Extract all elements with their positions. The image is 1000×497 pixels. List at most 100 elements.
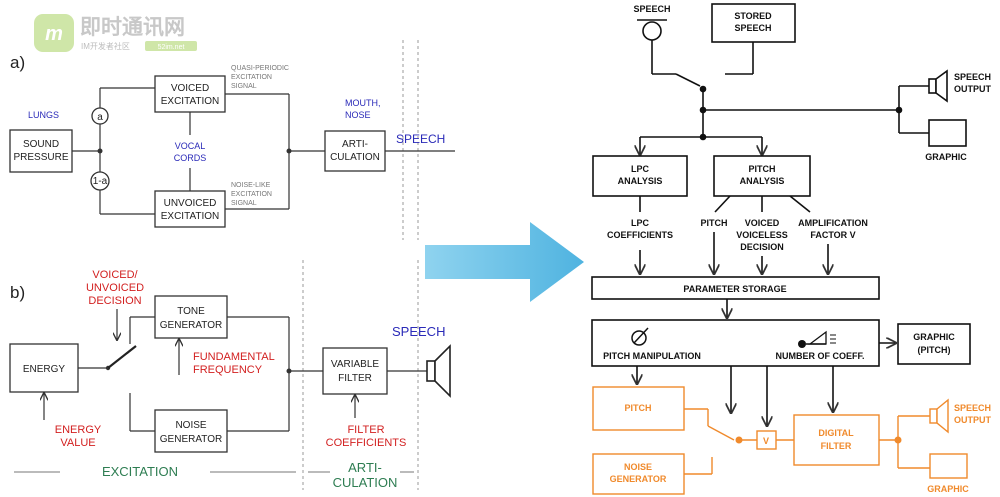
svg-text:ANALYSIS: ANALYSIS — [618, 176, 663, 186]
svg-text:FILTER: FILTER — [338, 373, 372, 384]
svg-text:EXCITATION: EXCITATION — [231, 74, 272, 81]
svg-text:V: V — [763, 436, 769, 446]
svg-text:QUASI-PERIODIC: QUASI-PERIODIC — [231, 65, 289, 72]
pitch-knob-icon — [631, 327, 649, 346]
node-a — [91, 107, 109, 125]
diagram-right: SPEECH STORED SPEECH SPEECH OUTPUT GRAPH… — [591, 3, 992, 495]
sound-pressure-line2: PRESSURE — [13, 152, 68, 163]
speech-output-b: SPEECH — [392, 324, 445, 339]
watermark-badge-text: 52im.net — [158, 44, 185, 51]
svg-text:LPC: LPC — [631, 164, 650, 174]
watermark-logo-icon — [34, 14, 74, 52]
svg-text:SPEECH: SPEECH — [954, 403, 991, 413]
graphic-top-box — [928, 119, 967, 147]
node-1-a — [90, 171, 110, 191]
svg-text:m: m — [45, 23, 63, 45]
speaker-top-icon — [928, 69, 948, 103]
svg-text:SIGNAL: SIGNAL — [231, 83, 257, 90]
svg-text:VOICELESS: VOICELESS — [736, 230, 788, 240]
svg-text:OUTPUT: OUTPUT — [954, 84, 992, 94]
label-b: b) — [10, 283, 25, 302]
svg-text:CULATION: CULATION — [333, 475, 398, 490]
svg-text:EXCITATION: EXCITATION — [161, 211, 220, 222]
svg-text:NOISE: NOISE — [624, 462, 652, 472]
pitch-generator-box — [592, 386, 685, 431]
svg-text:OUTPUT: OUTPUT — [954, 415, 992, 425]
svg-text:ANALYSIS: ANALYSIS — [740, 176, 785, 186]
voiced-excitation-box — [154, 75, 226, 113]
svg-text:CULATION: CULATION — [330, 152, 380, 163]
svg-text:GRAPHIC: GRAPHIC — [925, 152, 967, 162]
svg-text:ENERGY: ENERGY — [23, 364, 66, 375]
excitation-section-label: EXCITATION — [102, 464, 178, 479]
svg-text:NOISE-LIKE: NOISE-LIKE — [231, 182, 271, 189]
vocal-cords-line1: VOCAL — [175, 141, 206, 151]
svg-text:TONE: TONE — [177, 306, 205, 317]
parameter-storage-box — [591, 276, 880, 300]
lungs-label: LUNGS — [28, 110, 59, 120]
svg-text:VOICED: VOICED — [745, 218, 780, 228]
watermark: m 即时通讯网 IM开发者社区 52im.net — [34, 14, 197, 52]
noise-generator-box — [154, 409, 228, 453]
svg-text:STORED: STORED — [734, 11, 772, 21]
watermark-badge — [145, 41, 197, 51]
svg-text:SPEECH: SPEECH — [734, 23, 771, 33]
svg-text:GENERATOR: GENERATOR — [160, 320, 222, 331]
speaker-bottom-icon — [929, 398, 949, 434]
svg-text:ENERGY: ENERGY — [55, 424, 102, 436]
svg-text:FACTOR V: FACTOR V — [810, 230, 855, 240]
svg-text:FILTER: FILTER — [347, 424, 384, 436]
svg-text:PITCH: PITCH — [701, 218, 728, 228]
svg-text:(PITCH): (PITCH) — [918, 345, 951, 355]
graphic-pitch-box — [897, 323, 971, 365]
svg-text:GRAPHIC: GRAPHIC — [913, 332, 955, 342]
svg-text:NUMBER OF COEFF.: NUMBER OF COEFF. — [776, 351, 865, 361]
graphic-bottom-box — [929, 453, 968, 479]
svg-text:FREQUENCY: FREQUENCY — [193, 364, 263, 376]
svg-text:ARTI-: ARTI- — [342, 139, 368, 150]
svg-text:DIGITAL: DIGITAL — [818, 428, 854, 438]
svg-text:COEFFICIENTS: COEFFICIENTS — [607, 230, 673, 240]
svg-text:EXCITATION: EXCITATION — [231, 191, 272, 198]
svg-text:GENERATOR: GENERATOR — [160, 434, 222, 445]
speech-output-a: SPEECH — [396, 132, 445, 146]
speaker-icon — [426, 344, 451, 398]
sound-pressure-box — [9, 129, 73, 173]
diagram-a: a) LUNGS SOUND PRESSURE a 1-a VOICED EXC… — [9, 40, 455, 240]
svg-text:VARIABLE: VARIABLE — [331, 359, 379, 370]
svg-text:a: a — [97, 112, 103, 123]
svg-text:VOICED/: VOICED/ — [92, 269, 138, 281]
watermark-subtitle: IM开发者社区 — [81, 41, 130, 51]
tone-generator-box — [154, 295, 228, 339]
svg-text:ARTI-: ARTI- — [348, 460, 382, 475]
microphone-icon — [642, 21, 662, 41]
svg-text:FILTER: FILTER — [821, 441, 852, 451]
svg-text:DECISION: DECISION — [740, 242, 784, 252]
svg-text:VOICED: VOICED — [171, 83, 209, 94]
svg-text:SIGNAL: SIGNAL — [231, 200, 257, 207]
svg-text:VALUE: VALUE — [60, 437, 95, 449]
svg-text:UNVOICED: UNVOICED — [86, 282, 144, 294]
svg-text:COEFFICIENTS: COEFFICIENTS — [326, 437, 407, 449]
svg-text:NOISE: NOISE — [175, 420, 206, 431]
svg-text:DECISION: DECISION — [88, 295, 141, 307]
svg-text:FUNDAMENTAL: FUNDAMENTAL — [193, 351, 275, 363]
svg-text:AMPLIFICATION: AMPLIFICATION — [798, 218, 868, 228]
coeff-slider-icon — [798, 330, 836, 348]
svg-text:PARAMETER STORAGE: PARAMETER STORAGE — [683, 284, 786, 294]
mouth-nose-line2: NOSE — [345, 110, 371, 120]
svg-text:UNVOICED: UNVOICED — [164, 198, 217, 209]
articulation-box — [324, 130, 386, 172]
svg-text:GRAPHIC: GRAPHIC — [927, 484, 969, 494]
variable-filter-box — [322, 347, 388, 395]
sound-pressure-line1: SOUND — [23, 139, 59, 150]
label-a: a) — [10, 53, 25, 72]
diagram-b: b) VOICED/ UNVOICED DECISION TONE GENERA… — [9, 260, 451, 490]
energy-box — [9, 343, 79, 393]
speech-input-label: SPEECH — [633, 4, 670, 14]
digital-filter-box — [793, 414, 880, 466]
svg-text:PITCH: PITCH — [625, 403, 652, 413]
svg-text:GENERATOR: GENERATOR — [610, 474, 667, 484]
svg-text:EXCITATION: EXCITATION — [161, 96, 220, 107]
